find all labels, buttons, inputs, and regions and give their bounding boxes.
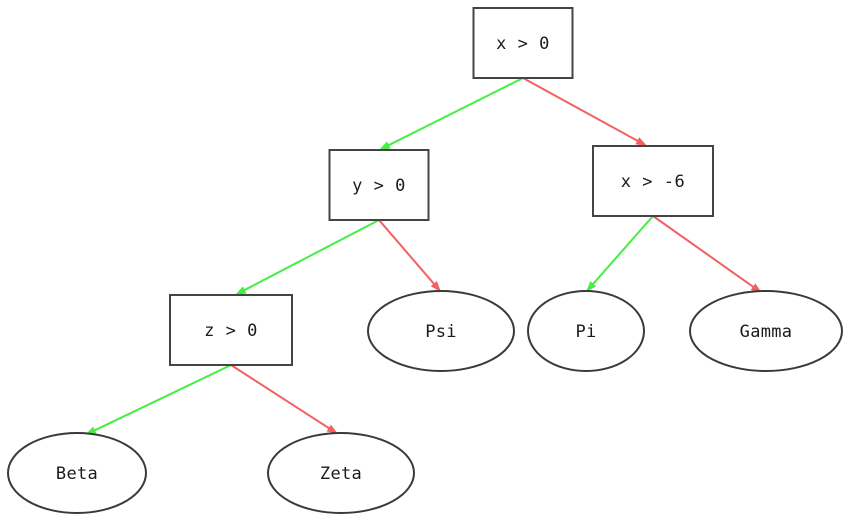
edge-arrowhead bbox=[635, 137, 647, 146]
decision-node-shape bbox=[592, 145, 714, 217]
edges-layer bbox=[85, 77, 762, 435]
edge-arrowhead bbox=[326, 424, 338, 434]
decision-node-shape bbox=[169, 294, 293, 366]
leaf-node-shape bbox=[267, 432, 415, 514]
edge-line bbox=[590, 215, 654, 287]
edge-line bbox=[522, 77, 641, 144]
node-label: Psi bbox=[425, 322, 457, 342]
node-label: Gamma bbox=[740, 322, 793, 342]
node-label: x > 0 bbox=[496, 34, 550, 54]
edge-false bbox=[378, 219, 441, 292]
node-beta[interactable]: Beta bbox=[7, 432, 147, 514]
node-label: y > 0 bbox=[352, 176, 406, 196]
edge-line bbox=[230, 364, 332, 431]
edge-line bbox=[378, 219, 437, 287]
node-label: Beta bbox=[56, 464, 98, 484]
node-label: x > -6 bbox=[621, 172, 685, 192]
edge-line bbox=[652, 215, 757, 290]
edge-false bbox=[522, 77, 647, 146]
node-root[interactable]: x > 0 bbox=[472, 7, 574, 79]
node-label: z > 0 bbox=[204, 321, 258, 341]
leaf-node-shape bbox=[689, 290, 843, 372]
node-y_node[interactable]: y > 0 bbox=[328, 149, 430, 221]
node-z_node[interactable]: z > 0 bbox=[169, 294, 293, 366]
node-gamma[interactable]: Gamma bbox=[689, 290, 843, 372]
edge-arrowhead bbox=[430, 281, 441, 292]
edge-false bbox=[652, 215, 762, 293]
decision-node-shape bbox=[472, 7, 574, 79]
node-label: Pi bbox=[575, 322, 596, 342]
leaf-node-shape bbox=[7, 432, 147, 514]
edge-line bbox=[241, 219, 380, 293]
node-psi[interactable]: Psi bbox=[367, 290, 515, 372]
edge-true bbox=[586, 215, 654, 292]
node-x6_node[interactable]: x > -6 bbox=[592, 145, 714, 217]
node-pi[interactable]: Pi bbox=[527, 290, 645, 372]
edge-true bbox=[235, 219, 380, 295]
edge-arrowhead bbox=[235, 286, 247, 295]
edge-true bbox=[379, 77, 524, 150]
edge-arrowhead bbox=[379, 141, 391, 150]
edge-true bbox=[85, 364, 232, 435]
edge-line bbox=[385, 77, 524, 148]
leaf-node-shape bbox=[527, 290, 645, 372]
leaf-node-shape bbox=[367, 290, 515, 372]
edge-false bbox=[230, 364, 338, 434]
edge-line bbox=[91, 364, 232, 433]
decision-node-shape bbox=[328, 149, 430, 221]
node-label: Zeta bbox=[320, 464, 362, 484]
edge-arrowhead bbox=[586, 281, 597, 292]
node-zeta[interactable]: Zeta bbox=[267, 432, 415, 514]
